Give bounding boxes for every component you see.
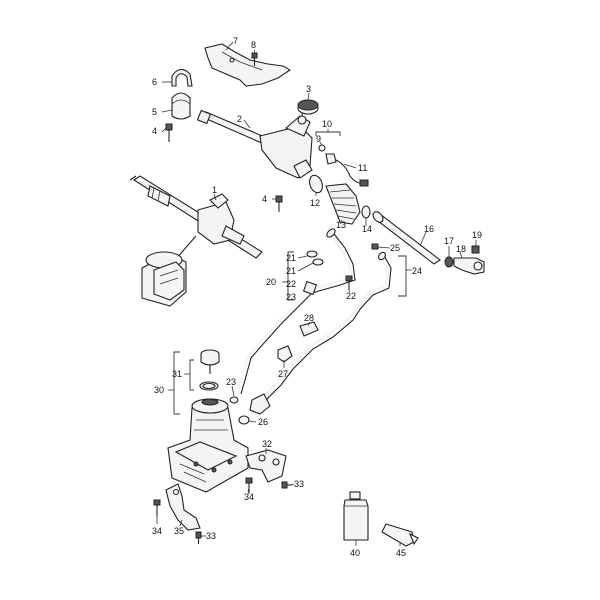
tie-rod-part [372, 211, 441, 265]
callout-45: 45 [396, 548, 406, 558]
brace-20 [282, 251, 294, 301]
o-ring-21b-part [312, 258, 324, 266]
callout-25: 25 [390, 243, 400, 253]
callout-21a: 21 [286, 253, 296, 263]
clip-27-part [277, 345, 293, 363]
return-hose-part [249, 251, 392, 415]
callout-10: 10 [322, 119, 332, 129]
callout-12: 12 [310, 198, 320, 208]
brace-30 [168, 351, 180, 415]
callout-19: 19 [472, 230, 482, 240]
clamp-ring-14-part [361, 205, 371, 219]
callout-4b: 4 [262, 194, 267, 204]
callout-31: 31 [172, 369, 182, 379]
callout-28: 28 [304, 313, 314, 323]
o-ring-23-part [229, 396, 239, 404]
callout-30: 30 [154, 385, 164, 395]
callout-labels: 1 2 3 4 4 5 6 7 8 9 10 11 12 13 14 16 17… [152, 36, 482, 558]
bolt-34b-part [153, 499, 161, 516]
bolt-33b-part [195, 531, 202, 544]
callout-17: 17 [444, 236, 454, 246]
bolt-33a-part [281, 481, 292, 489]
callout-33a: 33 [294, 479, 304, 489]
nut-19-part [471, 245, 480, 254]
nut-17-part [444, 256, 454, 268]
callout-21b: 21 [286, 266, 296, 276]
callout-5: 5 [152, 107, 157, 117]
callout-23b: 23 [226, 377, 236, 387]
pressure-hose-part [236, 228, 356, 395]
brace-31 [184, 359, 194, 391]
bolt-4b-part [275, 195, 283, 212]
callout-34a: 34 [244, 492, 254, 502]
bolt-25-part [371, 243, 379, 250]
callout-24: 24 [412, 266, 422, 276]
callout-22a: 22 [286, 279, 296, 289]
steering-rack-assembly-part [129, 175, 263, 263]
grease-tube-part [381, 523, 419, 547]
bolt-4a-part [165, 123, 173, 142]
tie-rod-end-part [453, 257, 485, 275]
bracket-32-part [245, 449, 287, 483]
callout-27: 27 [278, 369, 288, 379]
callout-8: 8 [251, 40, 256, 50]
filler-cap-part [199, 349, 220, 391]
callout-20: 20 [266, 277, 276, 287]
callout-9: 9 [316, 134, 321, 144]
motor-part [141, 251, 187, 307]
callout-3: 3 [306, 84, 311, 94]
steering-rack-upper-part [196, 107, 313, 179]
hose-end-26-part [238, 415, 250, 425]
leader-lines [156, 41, 477, 546]
rubber-bush-part [171, 92, 191, 120]
callout-34b: 34 [152, 526, 162, 536]
callout-35: 35 [174, 526, 184, 536]
callout-2: 2 [237, 114, 242, 124]
fluid-bottle-part [343, 491, 369, 541]
damper-ring-part [297, 99, 319, 115]
callout-11: 11 [358, 163, 367, 173]
ring-12-part [309, 174, 323, 194]
o-ring-21a-part [306, 250, 318, 258]
callout-18: 18 [456, 244, 466, 254]
callout-23a: 23 [286, 292, 296, 302]
bellows-part [325, 183, 361, 225]
callout-22b: 22 [346, 291, 356, 301]
sensor-part [315, 129, 369, 187]
callout-26: 26 [258, 417, 268, 427]
callout-13: 13 [336, 220, 346, 230]
callout-1: 1 [212, 185, 217, 195]
callout-4a: 4 [152, 126, 157, 136]
callout-32: 32 [262, 439, 272, 449]
callout-16: 16 [424, 224, 434, 234]
heat-shield-part [204, 43, 292, 87]
callout-6: 6 [152, 77, 157, 87]
clamp-part [171, 68, 193, 87]
bolt-22-part [345, 275, 353, 290]
pump-unit-part [167, 398, 249, 493]
brace-24 [398, 255, 412, 297]
callout-14: 14 [362, 224, 372, 234]
bracket-35-part [165, 483, 201, 531]
callout-33b: 33 [206, 531, 216, 541]
callout-7: 7 [233, 36, 238, 46]
callout-40: 40 [350, 548, 360, 558]
